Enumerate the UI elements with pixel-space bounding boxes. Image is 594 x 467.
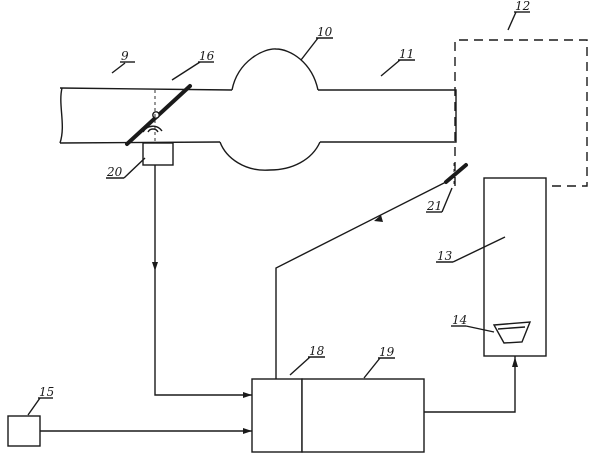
label-16: 16 [199, 49, 215, 63]
number-labels: 9 16 10 11 12 20 21 13 14 18 19 15 [39, 0, 530, 399]
label-15: 15 [39, 385, 54, 399]
label-10: 10 [317, 25, 333, 39]
control-unit-18-19 [251, 378, 425, 453]
component-15-box [7, 415, 41, 447]
component-14-cup [492, 321, 532, 344]
leader-lines [27, 11, 530, 416]
label-20: 20 [106, 165, 123, 179]
arrow-into-18-bottom [243, 428, 252, 434]
label-14: 14 [452, 313, 467, 327]
label-13: 13 [437, 249, 453, 263]
label-21: 21 [426, 199, 442, 213]
label-11: 11 [399, 47, 414, 61]
arrow-toward-21 [374, 215, 383, 222]
connection-lines [40, 165, 516, 432]
actuator-20 [142, 142, 174, 166]
arrow-into-13 [512, 357, 518, 367]
arrow-down-left-line [152, 262, 158, 271]
label-19: 19 [379, 345, 395, 359]
label-12: 12 [515, 0, 530, 13]
label-9: 9 [121, 49, 129, 63]
label-18: 18 [309, 344, 325, 358]
duct-assembly [59, 48, 457, 171]
arrow-into-18-top [243, 392, 252, 398]
damper-16 [125, 84, 192, 146]
sensor-21 [444, 163, 468, 186]
component-12-dashed-box [454, 39, 588, 187]
flow-arrows [152, 215, 518, 434]
component-13-housing [483, 177, 547, 357]
